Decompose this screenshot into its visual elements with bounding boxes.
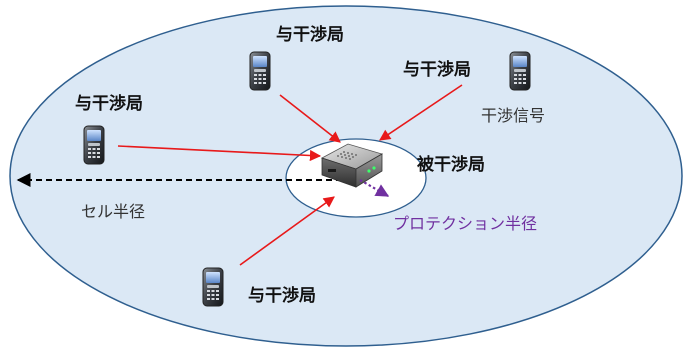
interference-arrow-top — [279, 94, 341, 143]
interferer-label-top: 与干渉局 — [276, 25, 344, 45]
victim-station-icon — [320, 143, 384, 188]
victim-station-label: 被干渉局 — [417, 155, 485, 175]
mobile-phone-icon — [202, 267, 224, 307]
interference-arrow-topright — [379, 84, 463, 141]
mobile-phone-icon — [83, 125, 105, 165]
interference-arrow-left — [117, 145, 322, 162]
protection-radius-label: プロテクション半径 — [393, 214, 538, 233]
mobile-phone-icon — [509, 51, 531, 91]
interferer-label-bottom: 与干渉局 — [248, 286, 316, 306]
mobile-phone-icon — [249, 51, 271, 91]
protection-radius-arrow — [359, 179, 390, 197]
interferer-label-topright: 与干渉局 — [403, 60, 471, 80]
cell-radius-label: セル半径 — [81, 202, 146, 221]
interferer-label-left: 与干渉局 — [75, 94, 143, 114]
interference-arrow-bottom — [239, 196, 335, 266]
interference-signal-label: 干渉信号 — [481, 106, 546, 125]
